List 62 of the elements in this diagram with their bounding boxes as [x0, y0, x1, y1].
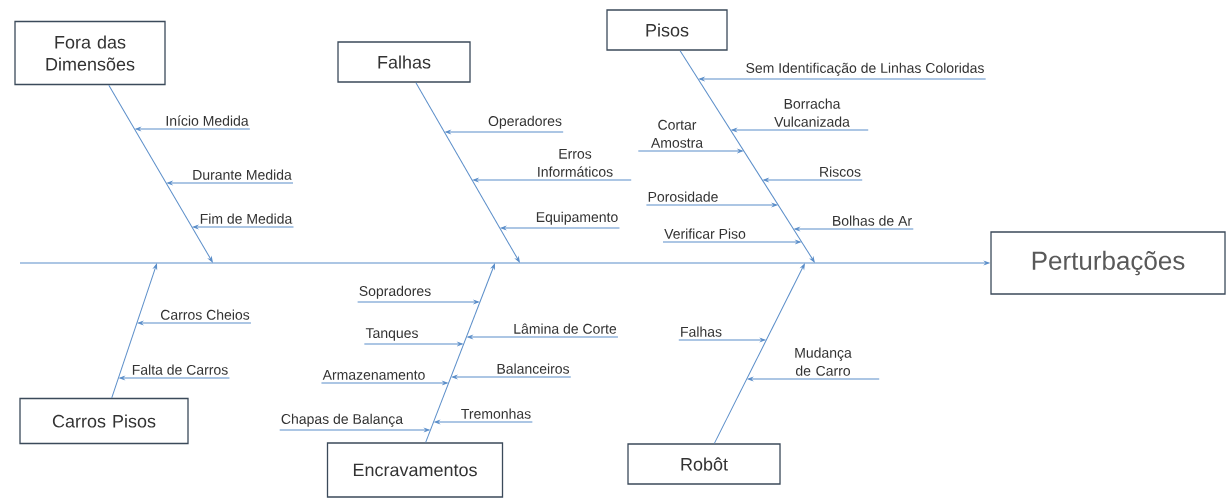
category-box: Pisos	[606, 9, 728, 51]
bone-arrow	[108, 84, 213, 263]
cause-text: Armazenamento	[322, 370, 425, 380]
arrow	[192, 225, 294, 229]
cause-text: Riscos	[820, 166, 861, 177]
cause-text: Início Medida	[166, 115, 249, 126]
bone-arrow	[415, 82, 520, 263]
cause-text: Borracha Vulcanizada	[774, 98, 850, 127]
arrow	[467, 335, 619, 339]
cause-text: Porosidade	[648, 191, 718, 202]
cause-text: Chapas de Balança	[281, 413, 404, 427]
arrow	[135, 127, 251, 131]
cause-text: Equipamento	[536, 211, 618, 225]
cause-text: Verificar Piso	[664, 228, 746, 239]
category-box: Carros Pisos	[19, 397, 189, 445]
category-box: Encravamentos	[326, 442, 504, 498]
cause-text: Operadores	[488, 115, 562, 129]
cause-text: Tanques	[365, 328, 418, 341]
arrow	[137, 321, 252, 325]
arrow	[645, 203, 778, 207]
arrow	[731, 128, 869, 132]
cause-text: Sopradores	[359, 285, 431, 299]
cause-text: Durante Medida	[193, 169, 292, 180]
arrow	[678, 338, 766, 342]
cause-text: Sem Identificação de Linhas Coloridas	[746, 62, 984, 76]
bone-arrow	[111, 263, 158, 399]
arrow	[794, 227, 914, 231]
arrow	[119, 376, 230, 380]
cause-text: Erros Informáticos	[538, 149, 613, 177]
cause-text: Mudança de Carro	[795, 347, 852, 376]
cause-text: Falta de Carros	[132, 364, 228, 375]
arrow	[662, 240, 801, 244]
cause-text: Fim de Medida	[200, 213, 293, 224]
cause-text: Carros Cheios	[160, 309, 250, 320]
cause-text: Balanceiros	[497, 363, 570, 374]
category-box: Fora das Dimensões	[14, 20, 166, 86]
arrow	[320, 381, 448, 385]
bone-arrow	[713, 263, 805, 444]
arrow	[747, 377, 880, 381]
cause-text: Cortar Amostra	[651, 119, 704, 148]
arrow	[473, 178, 632, 182]
arrow	[279, 428, 430, 432]
arrow	[445, 130, 564, 134]
category-box: Robôt	[627, 443, 781, 485]
cause-text: Lâmina de Corte	[514, 323, 617, 334]
bone-arrow	[679, 50, 815, 263]
arrow	[451, 375, 572, 379]
cause-text: Falhas	[681, 326, 722, 337]
category-box: Falhas	[337, 41, 471, 83]
arrow	[699, 77, 987, 81]
bone-arrow	[425, 263, 495, 443]
cause-text: Bolhas de Ar	[833, 215, 912, 226]
cause-text: Tremonhas	[461, 408, 531, 419]
effect-box: Perturbações	[990, 231, 1226, 295]
arrow	[357, 300, 479, 304]
arrow	[363, 342, 463, 346]
arrow	[434, 420, 533, 424]
arrow	[763, 178, 863, 182]
spine-arrow	[19, 261, 990, 265]
arrow	[637, 149, 743, 153]
arrow	[167, 181, 294, 185]
arrow	[500, 226, 620, 230]
